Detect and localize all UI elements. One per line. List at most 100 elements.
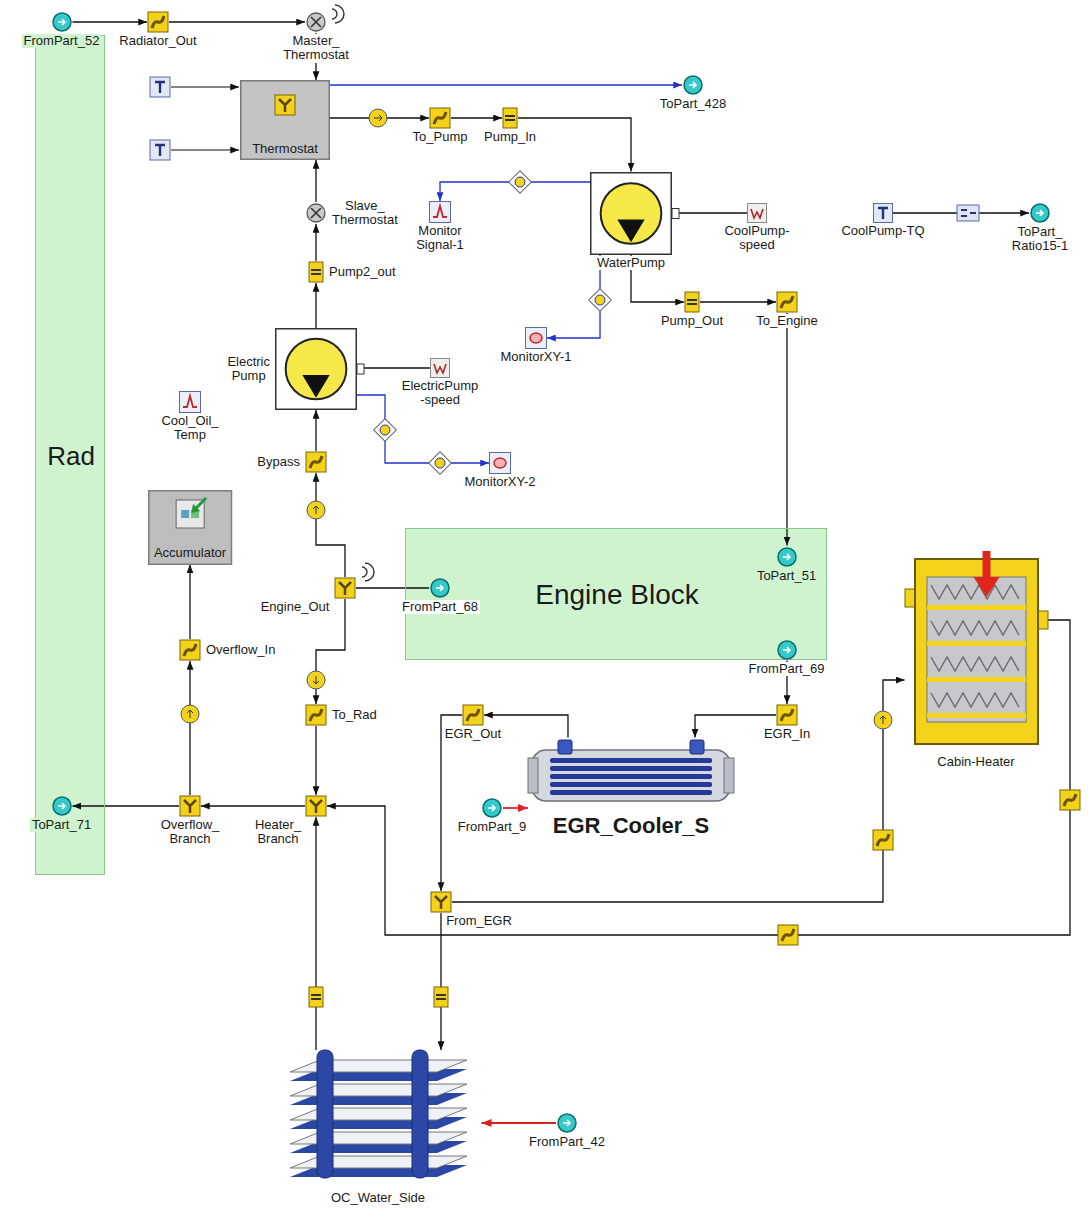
component-label: Thermostat (250, 142, 320, 156)
label-line: Bypass (257, 454, 300, 469)
component-icon (550, 758, 712, 763)
label-line: To_Rad (332, 707, 377, 722)
junction-symbol (313, 506, 319, 514)
flow-connector (482, 1122, 557, 1124)
component-icon (590, 172, 672, 255)
flow-connector (503, 807, 528, 809)
junction-symbol (307, 671, 325, 689)
component-icon (286, 339, 347, 400)
label-line: Electric (227, 354, 270, 369)
flow-connector (316, 473, 345, 577)
component-block: Heater_ Branch (305, 795, 327, 817)
component-label: OC_Water_Side (329, 1191, 427, 1205)
temperature-input-wire (171, 149, 239, 150)
component-icon (430, 358, 450, 378)
component-icon (672, 208, 679, 218)
component-icon (430, 202, 451, 223)
temperature-input-wire (171, 86, 239, 87)
region-label: Engine Block (533, 580, 700, 611)
label-line: OC_Water_Side (331, 1190, 425, 1205)
component-block: ToPart_ Ratio15-1 (1029, 202, 1051, 224)
junction-symbol (874, 711, 892, 729)
component-label: EGR_Cooler_S (551, 814, 712, 838)
flow-connector (451, 117, 502, 118)
component-label: To_Rad (330, 708, 379, 722)
component-icon (433, 206, 447, 217)
component-icon (931, 585, 1019, 599)
label-line: ToPart_71 (32, 817, 91, 832)
flow-connector (440, 913, 441, 1050)
pipe-symbol (873, 830, 893, 850)
orifice-symbol (436, 995, 446, 999)
component-block: Accumulator (148, 490, 232, 565)
orifice-symbol (434, 987, 448, 1007)
component-block: FromPart_52 (51, 11, 73, 33)
label-line: Thermostat (332, 212, 398, 227)
component-label: FromPart_42 (527, 1135, 607, 1149)
label-line: MonitorXY-2 (464, 474, 535, 489)
junction-symbol (874, 711, 892, 729)
component-icon (241, 81, 330, 160)
orifice-symbol (309, 987, 323, 1007)
label-line: Signal-1 (416, 237, 464, 252)
component-icon (434, 112, 446, 124)
component-icon (275, 95, 295, 115)
component-icon (684, 291, 700, 313)
component-icon (503, 108, 517, 128)
flow-connector (786, 313, 787, 546)
component-block: Monitor Signal-1 (429, 201, 451, 223)
component-icon (305, 451, 327, 473)
component-block: Pump_Out (684, 291, 700, 313)
component-icon (305, 11, 327, 33)
flow-connector (73, 805, 180, 806)
component-block: Bypass (305, 451, 327, 473)
component-icon (494, 458, 506, 468)
label-line: Heater_ (255, 817, 301, 832)
component-icon (431, 892, 451, 912)
region-ground (405, 528, 827, 660)
label-line: Thermostat (283, 47, 349, 62)
component-icon (927, 641, 1026, 646)
component-icon (306, 796, 326, 816)
component-icon (429, 577, 451, 599)
flow-connector (518, 118, 631, 172)
component-icon (305, 795, 327, 817)
component-label: From_EGR (444, 914, 514, 928)
component-icon (435, 896, 447, 909)
sensor-symbol (380, 425, 390, 435)
component-icon (436, 585, 443, 591)
junction-symbol (307, 501, 325, 519)
component-icon (776, 639, 798, 661)
component-label: To_Engine (754, 314, 819, 328)
component-icon (617, 219, 644, 242)
region-band: RadFromPart_52ToPart_71 (35, 35, 105, 875)
component-icon (601, 183, 662, 244)
component-icon (685, 292, 699, 312)
region-ground (35, 35, 105, 875)
component-icon (195, 498, 206, 509)
component-icon (1029, 202, 1051, 224)
flow-connector (315, 224, 316, 261)
component-icon (778, 641, 796, 659)
temperature-input-icon (150, 140, 170, 160)
component-icon (687, 300, 697, 304)
wireless-symbol (332, 5, 344, 23)
component-block: FromPart_42 (556, 1112, 578, 1134)
label-line: FromPart_9 (458, 819, 527, 834)
flow-connector (672, 212, 747, 213)
region-band: Engine BlockToPart_51FromPart_69 (405, 528, 827, 660)
component-icon (334, 577, 356, 599)
component-icon (275, 1050, 482, 1190)
label-line: Branch (257, 831, 298, 846)
component-icon (530, 333, 542, 343)
component-block: Master_ Thermostat (305, 11, 327, 33)
label-line: speed (739, 237, 774, 252)
component-block: Electric Pump (275, 328, 357, 410)
component-label: Pump_In (482, 130, 538, 144)
component-icon (528, 758, 538, 793)
component-icon (430, 108, 450, 128)
component-icon (550, 774, 712, 779)
label-line: EGR_Cooler_S (553, 813, 710, 838)
component-icon (179, 391, 201, 413)
component-label: CoolPump-TQ (839, 224, 926, 238)
